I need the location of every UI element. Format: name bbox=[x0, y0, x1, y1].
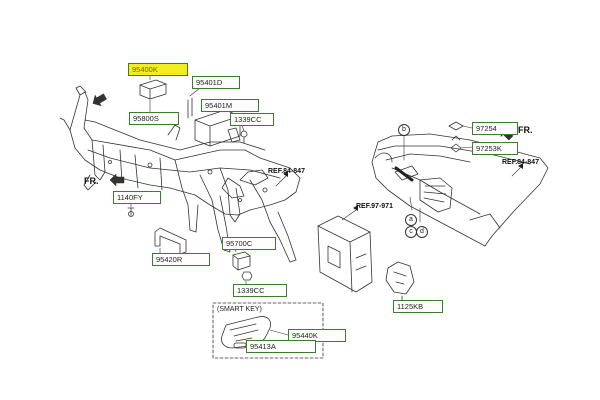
part-label-97254[interactable]: 97254 bbox=[472, 122, 518, 135]
ref-arrow-center-icon bbox=[353, 205, 358, 211]
crash-pad-drawing bbox=[371, 133, 549, 247]
part-label-1339cc-lower[interactable]: 1339CC bbox=[233, 284, 287, 297]
part-label-1125kb[interactable]: 1125KB bbox=[393, 300, 443, 313]
direction-label-right: FR. bbox=[518, 125, 533, 135]
bracket-95420r-drawing bbox=[154, 227, 187, 255]
ref-arrow-left-icon bbox=[283, 171, 288, 177]
part-label-1140fy[interactable]: 1140FY bbox=[113, 191, 161, 204]
part-label-97253k[interactable]: 97253K bbox=[472, 142, 518, 155]
ref-label-right[interactable]: REF.84-847 bbox=[502, 159, 539, 166]
part-label-95401d[interactable]: 95401D bbox=[192, 76, 240, 89]
part-label-95413a[interactable]: 95413A bbox=[246, 340, 316, 353]
bolt-1140fy-drawing bbox=[127, 207, 135, 217]
part-label-1339cc-upper[interactable]: 1339CC bbox=[230, 113, 274, 126]
direction-label-left: FR. bbox=[84, 176, 99, 186]
part-label-95400k[interactable]: 95400K bbox=[128, 63, 188, 76]
callout-d: d bbox=[416, 226, 428, 238]
module-95400k-drawing bbox=[139, 79, 167, 100]
part-label-95440k[interactable]: 95440K bbox=[288, 329, 346, 342]
center-bracket-drawing bbox=[317, 215, 373, 293]
leader-lines bbox=[130, 69, 521, 348]
smart-key-caption: (SMART KEY) bbox=[217, 306, 262, 313]
ref-label-center[interactable]: REF.97-971 bbox=[356, 203, 393, 210]
part-label-95420r[interactable]: 95420R bbox=[152, 253, 210, 266]
bolt-1339cc-upper-drawing bbox=[240, 130, 248, 144]
ref-label-left[interactable]: REF.84-847 bbox=[268, 168, 305, 175]
fr-arrow-left-top-icon bbox=[92, 93, 107, 107]
bracket-1125kb-drawing bbox=[385, 261, 415, 305]
part-label-95401m[interactable]: 95401M bbox=[201, 99, 259, 112]
callout-a: a bbox=[405, 214, 417, 226]
part-label-95700c[interactable]: 95700C bbox=[222, 237, 276, 250]
module-95700c-drawing bbox=[232, 251, 251, 271]
part-label-95800s[interactable]: 95800S bbox=[129, 112, 179, 125]
cowl-cross-member bbox=[59, 85, 301, 263]
bolt-1339cc-lower-drawing bbox=[241, 271, 253, 281]
callout-b: b bbox=[398, 124, 410, 136]
ref-arrow-right-icon bbox=[518, 163, 523, 169]
fr-arrow-left-icon bbox=[109, 173, 125, 187]
